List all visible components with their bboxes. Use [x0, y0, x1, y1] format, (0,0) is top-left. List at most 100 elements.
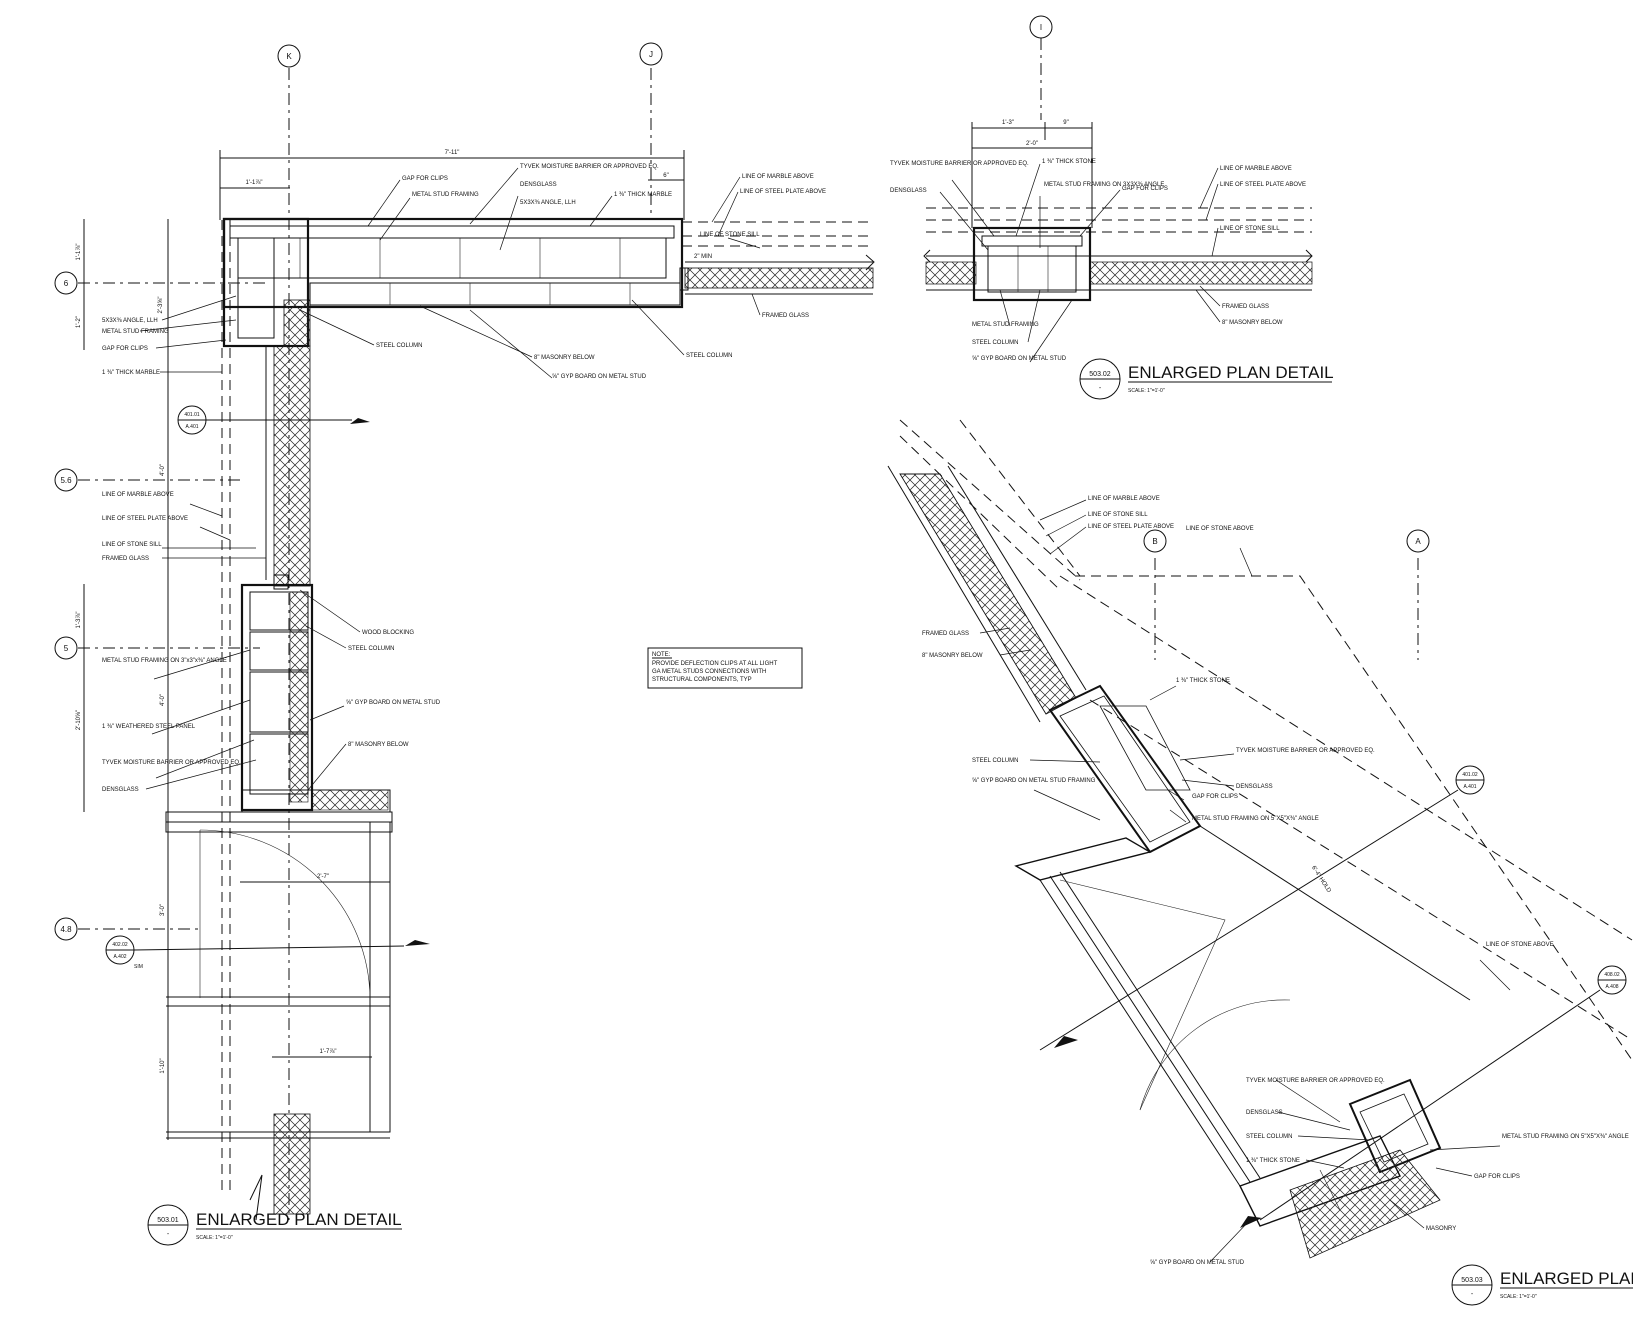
- grid-bubble-5: 5: [54, 636, 78, 660]
- svg-text:METAL STUD FRAMING ON 5"X5"X⅜": METAL STUD FRAMING ON 5"X5"X⅜" ANGLE: [1192, 816, 1319, 822]
- svg-text:STEEL COLUMN: STEEL COLUMN: [972, 758, 1018, 764]
- svg-text:1 ⅜" THICK MARBLE: 1 ⅜" THICK MARBLE: [614, 192, 672, 198]
- svg-text:WOOD BLOCKING: WOOD BLOCKING: [362, 630, 414, 636]
- svg-text:GAP FOR CLIPS: GAP FOR CLIPS: [1192, 794, 1238, 800]
- top-wall-assembly: [222, 217, 875, 309]
- general-note: NOTE: PROVIDE DEFLECTION CLIPS AT ALL LI…: [647, 647, 803, 689]
- svg-text:-: -: [1471, 1291, 1474, 1298]
- svg-text:TYVEK MOISTURE BARRIER OR APPR: TYVEK MOISTURE BARRIER OR APPROVED EQ.: [102, 760, 241, 766]
- svg-text:STEEL COLUMN: STEEL COLUMN: [686, 353, 732, 359]
- svg-text:TYVEK MOISTURE BARRIER OR APPR: TYVEK MOISTURE BARRIER OR APPROVED EQ.: [1246, 1078, 1385, 1084]
- svg-text:A: A: [1415, 537, 1421, 546]
- svg-text:LINE OF STONE ABOVE: LINE OF STONE ABOVE: [1186, 526, 1254, 532]
- svg-text:8" MASONRY BELOW: 8" MASONRY BELOW: [1222, 320, 1283, 326]
- dimensions-503-01: 7'-11" 1'-1⅞" 6" 2'-7" 1'-7⅞" 4'-0" 4'-0…: [76, 150, 685, 1140]
- svg-text:FRAMED GLASS: FRAMED GLASS: [922, 631, 969, 637]
- svg-text:1 ⅜" WEATHERED STEEL PANEL: 1 ⅜" WEATHERED STEEL PANEL: [102, 724, 196, 730]
- svg-text:K: K: [286, 52, 292, 61]
- svg-text:401.01: 401.01: [184, 412, 200, 418]
- labels-503-03: LINE OF MARBLE ABOVE LINE OF STONE SILL …: [922, 496, 1629, 1266]
- svg-text:STEEL COLUMN: STEEL COLUMN: [1246, 1134, 1292, 1140]
- svg-text:I: I: [1040, 23, 1042, 32]
- svg-text:GA METAL STUDS CONNECTIONS WIT: GA METAL STUDS CONNECTIONS WITH: [652, 669, 766, 675]
- title-503-01: 503.01 - ENLARGED PLAN DETAIL SCALE: 1"=…: [147, 1204, 402, 1246]
- grid-bubble-4-8: 4.8: [54, 917, 78, 941]
- svg-text:GAP FOR CLIPS: GAP FOR CLIPS: [1474, 1174, 1520, 1180]
- svg-text:FRAMED GLASS: FRAMED GLASS: [1222, 304, 1269, 310]
- svg-text:A.408: A.408: [1605, 984, 1618, 990]
- stone-sill-assembly: [923, 207, 1313, 302]
- ref-401-01: 401.01 A.401: [177, 405, 352, 435]
- svg-text:1'-1⅞": 1'-1⅞": [76, 244, 82, 261]
- grid-bubble-k: K: [277, 44, 301, 68]
- svg-text:408.02: 408.02: [1604, 972, 1620, 978]
- svg-text:LINE OF STONE SILL: LINE OF STONE SILL: [102, 542, 162, 548]
- svg-text:7'-11": 7'-11": [445, 150, 460, 156]
- svg-text:STRUCTURAL COMPONENTS, TYP: STRUCTURAL COMPONENTS, TYP: [652, 677, 752, 683]
- svg-text:1'-3⅞": 1'-3⅞": [76, 612, 82, 629]
- svg-text:SCALE: 1"=1'-0": SCALE: 1"=1'-0": [1500, 1294, 1537, 1300]
- svg-text:1'-2": 1'-2": [76, 316, 82, 328]
- svg-text:STEEL COLUMN: STEEL COLUMN: [972, 340, 1018, 346]
- svg-text:LINE OF MARBLE ABOVE: LINE OF MARBLE ABOVE: [102, 492, 174, 498]
- svg-text:LINE OF MARBLE ABOVE: LINE OF MARBLE ABOVE: [1220, 166, 1292, 172]
- svg-text:1'-7⅞": 1'-7⅞": [320, 1049, 337, 1055]
- svg-text:5X3X⅜ ANGLE, LLH: 5X3X⅜ ANGLE, LLH: [102, 318, 158, 324]
- svg-text:FRAMED GLASS: FRAMED GLASS: [762, 313, 809, 319]
- svg-text:9": 9": [1063, 120, 1068, 126]
- detail-503-01: K J 6 5.6 5 4.8: [54, 42, 875, 1246]
- svg-text:4.8: 4.8: [60, 925, 72, 934]
- svg-text:-: -: [167, 1231, 170, 1238]
- svg-text:503.01: 503.01: [157, 1217, 179, 1224]
- svg-text:SCALE: 1"=1'-0": SCALE: 1"=1'-0": [196, 1235, 233, 1241]
- svg-text:1'-3": 1'-3": [1002, 120, 1014, 126]
- svg-text:GAP FOR CLIPS: GAP FOR CLIPS: [102, 346, 148, 352]
- svg-text:GAP FOR CLIPS: GAP FOR CLIPS: [402, 176, 448, 182]
- svg-text:8" MASONRY BELOW: 8" MASONRY BELOW: [922, 653, 983, 659]
- svg-text:4'-0": 4'-0": [160, 464, 166, 476]
- svg-text:2'-0": 2'-0": [1026, 141, 1038, 147]
- svg-text:5X3X⅜ ANGLE, LLH: 5X3X⅜ ANGLE, LLH: [520, 200, 576, 206]
- vertical-wall-assembly: [165, 217, 393, 1190]
- svg-text:401.02: 401.02: [1462, 772, 1478, 778]
- svg-text:A.401: A.401: [185, 424, 198, 430]
- svg-text:LINE OF STONE SILL: LINE OF STONE SILL: [1220, 226, 1280, 232]
- svg-text:LINE OF STEEL PLATE ABOVE: LINE OF STEEL PLATE ABOVE: [1220, 182, 1306, 188]
- svg-text:FRAMED GLASS: FRAMED GLASS: [102, 556, 149, 562]
- svg-text:TYVEK MOISTURE BARRIER OR APPR: TYVEK MOISTURE BARRIER OR APPROVED EQ.: [520, 164, 659, 170]
- grid-bubble-i: I: [1029, 15, 1053, 39]
- svg-text:LINE OF STONE SILL: LINE OF STONE SILL: [700, 232, 760, 238]
- svg-text:1 ⅜" THICK STONE: 1 ⅜" THICK STONE: [1176, 678, 1230, 684]
- svg-text:ENLARGED PLAN DETAIL: ENLARGED PLAN DETAIL: [196, 1210, 402, 1229]
- svg-text:A.401: A.401: [1463, 784, 1476, 790]
- svg-text:1'-10": 1'-10": [160, 1058, 166, 1073]
- title-503-02: 503.02 - ENLARGED PLAN DETAIL SCALE: 1"=…: [1079, 358, 1334, 400]
- svg-text:METAL STUD FRAMING: METAL STUD FRAMING: [412, 192, 479, 198]
- svg-text:2'-10⅝": 2'-10⅝": [76, 710, 82, 730]
- svg-text:⅝" GYP BOARD ON METAL STUD: ⅝" GYP BOARD ON METAL STUD: [1150, 1260, 1245, 1266]
- svg-text:PROVIDE DEFLECTION CLIPS AT AL: PROVIDE DEFLECTION CLIPS AT ALL LIGHT: [652, 661, 778, 667]
- svg-text:METAL STUD FRAMING ON 3"x3"x⅜": METAL STUD FRAMING ON 3"x3"x⅜" ANGLE: [102, 658, 227, 664]
- labels-503-01: GAP FOR CLIPS METAL STUD FRAMING TYVEK M…: [102, 164, 826, 793]
- svg-text:6: 6: [64, 279, 69, 288]
- svg-text:2" MIN: 2" MIN: [694, 254, 712, 260]
- svg-text:DENSGLASS: DENSGLASS: [890, 188, 927, 194]
- svg-text:SCALE: 1"=1'-0": SCALE: 1"=1'-0": [1128, 388, 1165, 394]
- svg-text:LINE OF STEEL PLATE ABOVE: LINE OF STEEL PLATE ABOVE: [102, 516, 188, 522]
- detail-503-03: B A: [887, 419, 1633, 1306]
- svg-text:3'-0": 3'-0": [160, 904, 166, 916]
- diagonal-wall-assembly: 6'-4" HOLD: [887, 419, 1633, 1259]
- svg-text:⅝" GYP BOARD ON METAL STUD: ⅝" GYP BOARD ON METAL STUD: [552, 374, 647, 380]
- door-opening: [166, 418, 430, 1221]
- grid-bubble-a: A: [1406, 529, 1430, 553]
- ref-402-02: 402.02 A.402 SIM: [105, 935, 405, 970]
- svg-text:⅝" GYP BOARD ON METAL STUD: ⅝" GYP BOARD ON METAL STUD: [972, 356, 1067, 362]
- svg-text:LINE OF STEEL PLATE ABOVE: LINE OF STEEL PLATE ABOVE: [740, 189, 826, 195]
- svg-text:⅝" GYP BOARD ON METAL STUD: ⅝" GYP BOARD ON METAL STUD: [346, 700, 441, 706]
- ref-408-02: 408.02 A.408: [1259, 965, 1627, 1221]
- svg-text:GAP FOR CLIPS: GAP FOR CLIPS: [1122, 186, 1168, 192]
- grid-bubble-6: 6: [54, 271, 78, 295]
- svg-text:2'-3⅝": 2'-3⅝": [158, 297, 164, 314]
- svg-text:1 ⅜" THICK STONE: 1 ⅜" THICK STONE: [1246, 1158, 1300, 1164]
- svg-text:2'-7": 2'-7": [317, 874, 329, 880]
